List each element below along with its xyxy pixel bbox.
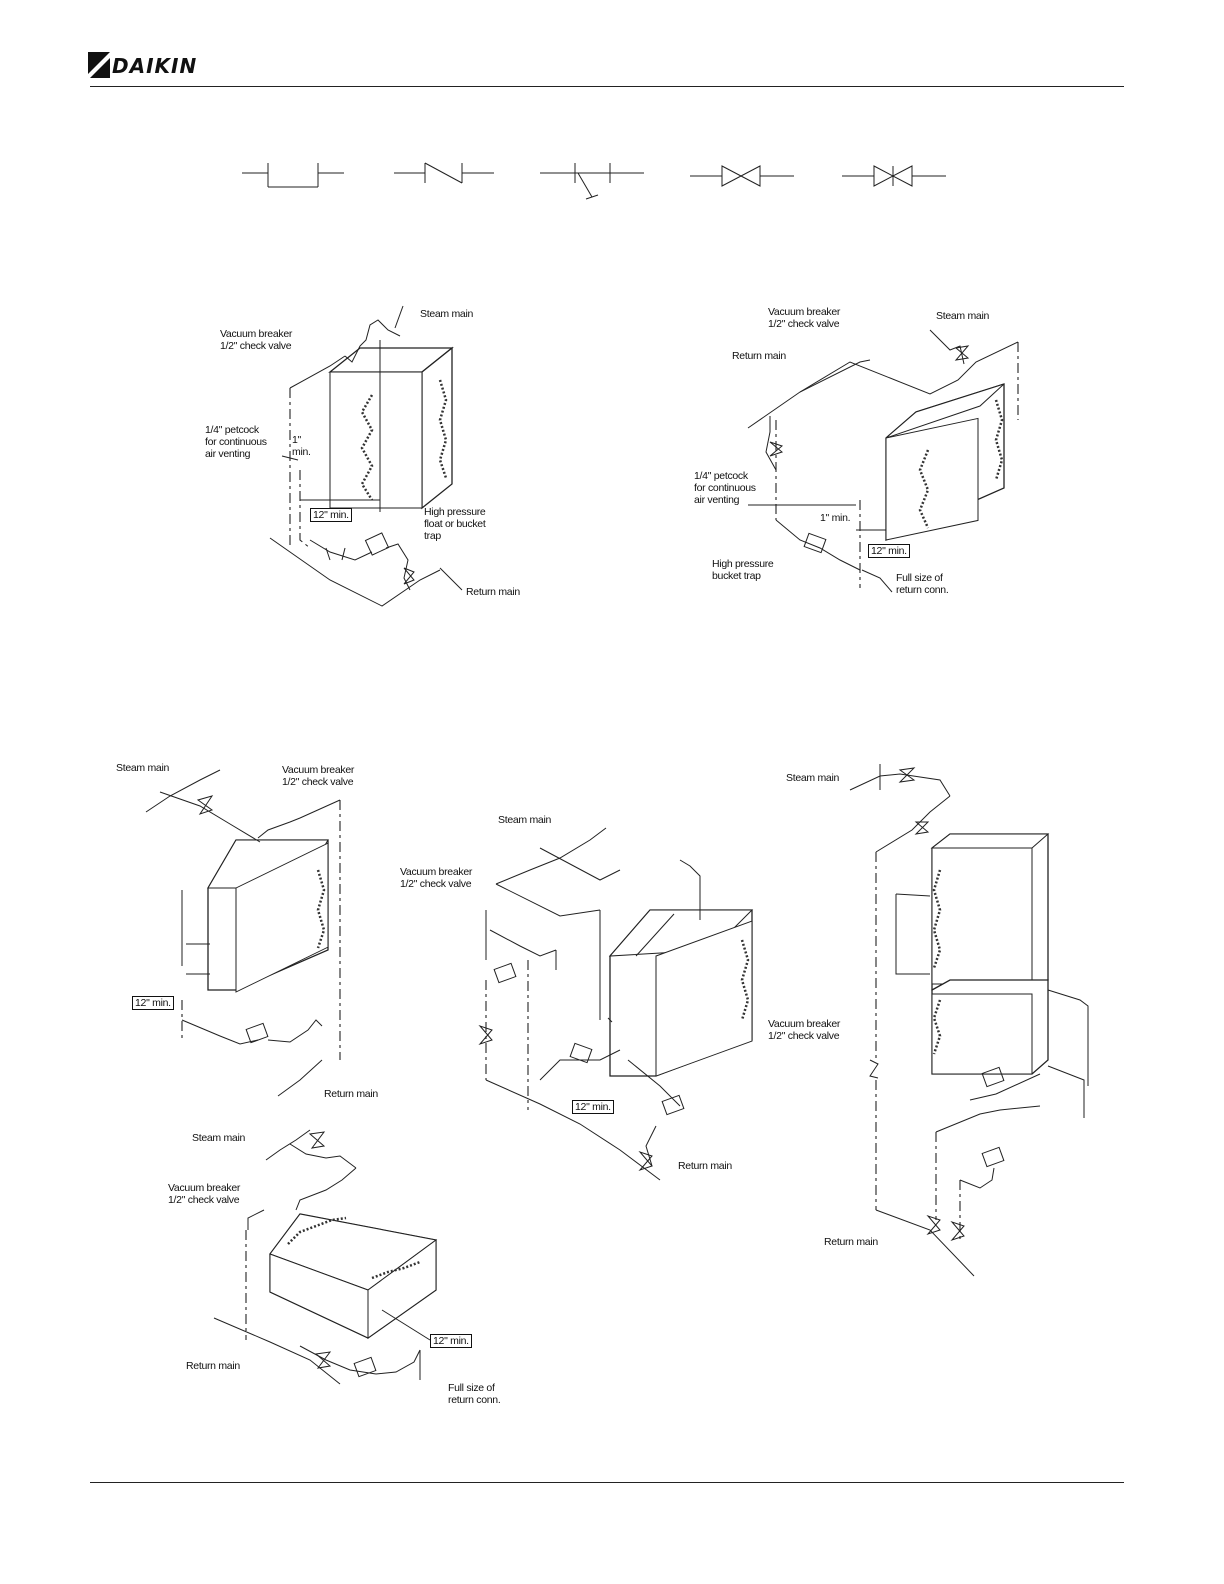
diagram-e-steam-main-label: Steam main [786,772,840,784]
legend-symbol-gate-valve-icon [690,165,794,187]
diagram-a-trap-label: High pressure float or bucket trap [424,506,486,542]
legend-symbol-check-valve-icon [394,162,494,184]
diagram-c [145,769,341,1097]
diagram-f-vacuum-breaker-label: Vacuum breaker 1/2" check valve [168,1182,241,1206]
daikin-logo-icon [88,52,110,78]
diagram-a-one-inch-min-label: 1" min. [292,434,311,458]
diagram-f [213,1129,438,1385]
diagram-b-return-main-label: Return main [732,350,786,362]
diagram-f-steam-main-label: Steam main [192,1132,246,1144]
footer-divider [90,1482,1124,1483]
diagram-d-steam-main-label: Steam main [498,814,552,826]
legend-symbol-globe-valve-icon [842,165,946,187]
diagram-b-petcock-label: 1/4" petcock for continuous air venting [694,470,756,506]
diagram-b [747,329,1019,593]
brand-name: DAIKIN [112,54,198,78]
diagram-b-trap-label: High pressure bucket trap [712,558,774,582]
legend-symbol-petcock-icon [540,163,644,200]
diagram-e [849,764,1089,1277]
diagram-b-steam-main-label: Steam main [936,310,990,322]
diagram-a-return-main-label: Return main [466,586,520,598]
diagram-a-steam-main-label: Steam main [420,308,474,320]
diagram-b-full-size-label: Full size of return conn. [896,572,949,596]
diagram-d-twelve-inch-min-label: 12" min. [572,1100,614,1114]
diagram-f-twelve-inch-min-label: 12" min. [430,1334,472,1348]
diagram-c-return-main-label: Return main [324,1088,378,1100]
diagram-c-steam-main-label: Steam main [116,762,170,774]
diagram-b-twelve-inch-min-label: 12" min. [868,544,910,558]
diagram-e-vacuum-breaker-label: Vacuum breaker 1/2" check valve [768,1018,841,1042]
diagram-d-return-main-label: Return main [678,1160,732,1172]
diagram-a-twelve-inch-min-label: 12" min. [310,508,352,522]
diagram-a-vacuum-breaker-label: Vacuum breaker 1/2" check valve [220,328,293,352]
diagram-c-twelve-inch-min-label: 12" min. [132,996,174,1010]
diagram-c-vacuum-breaker-label: Vacuum breaker 1/2" check valve [282,764,355,788]
diagram-a-petcock-label: 1/4" petcock for continuous air venting [205,424,267,460]
header-divider [90,86,1124,87]
diagram-d-vacuum-breaker-label: Vacuum breaker 1/2" check valve [400,866,473,890]
diagram-f-full-size-label: Full size of return conn. [448,1382,501,1406]
diagram-b-vacuum-breaker-label: Vacuum breaker 1/2" check valve [768,306,841,330]
legend-symbol-strainer-icon [242,163,344,188]
diagram-a [269,305,463,607]
diagram-f-return-main-label: Return main [186,1360,240,1372]
diagram-b-one-inch-min-label: 1" min. [820,512,851,524]
diagram-d [478,827,754,1181]
diagram-e-return-main-label: Return main [824,1236,878,1248]
